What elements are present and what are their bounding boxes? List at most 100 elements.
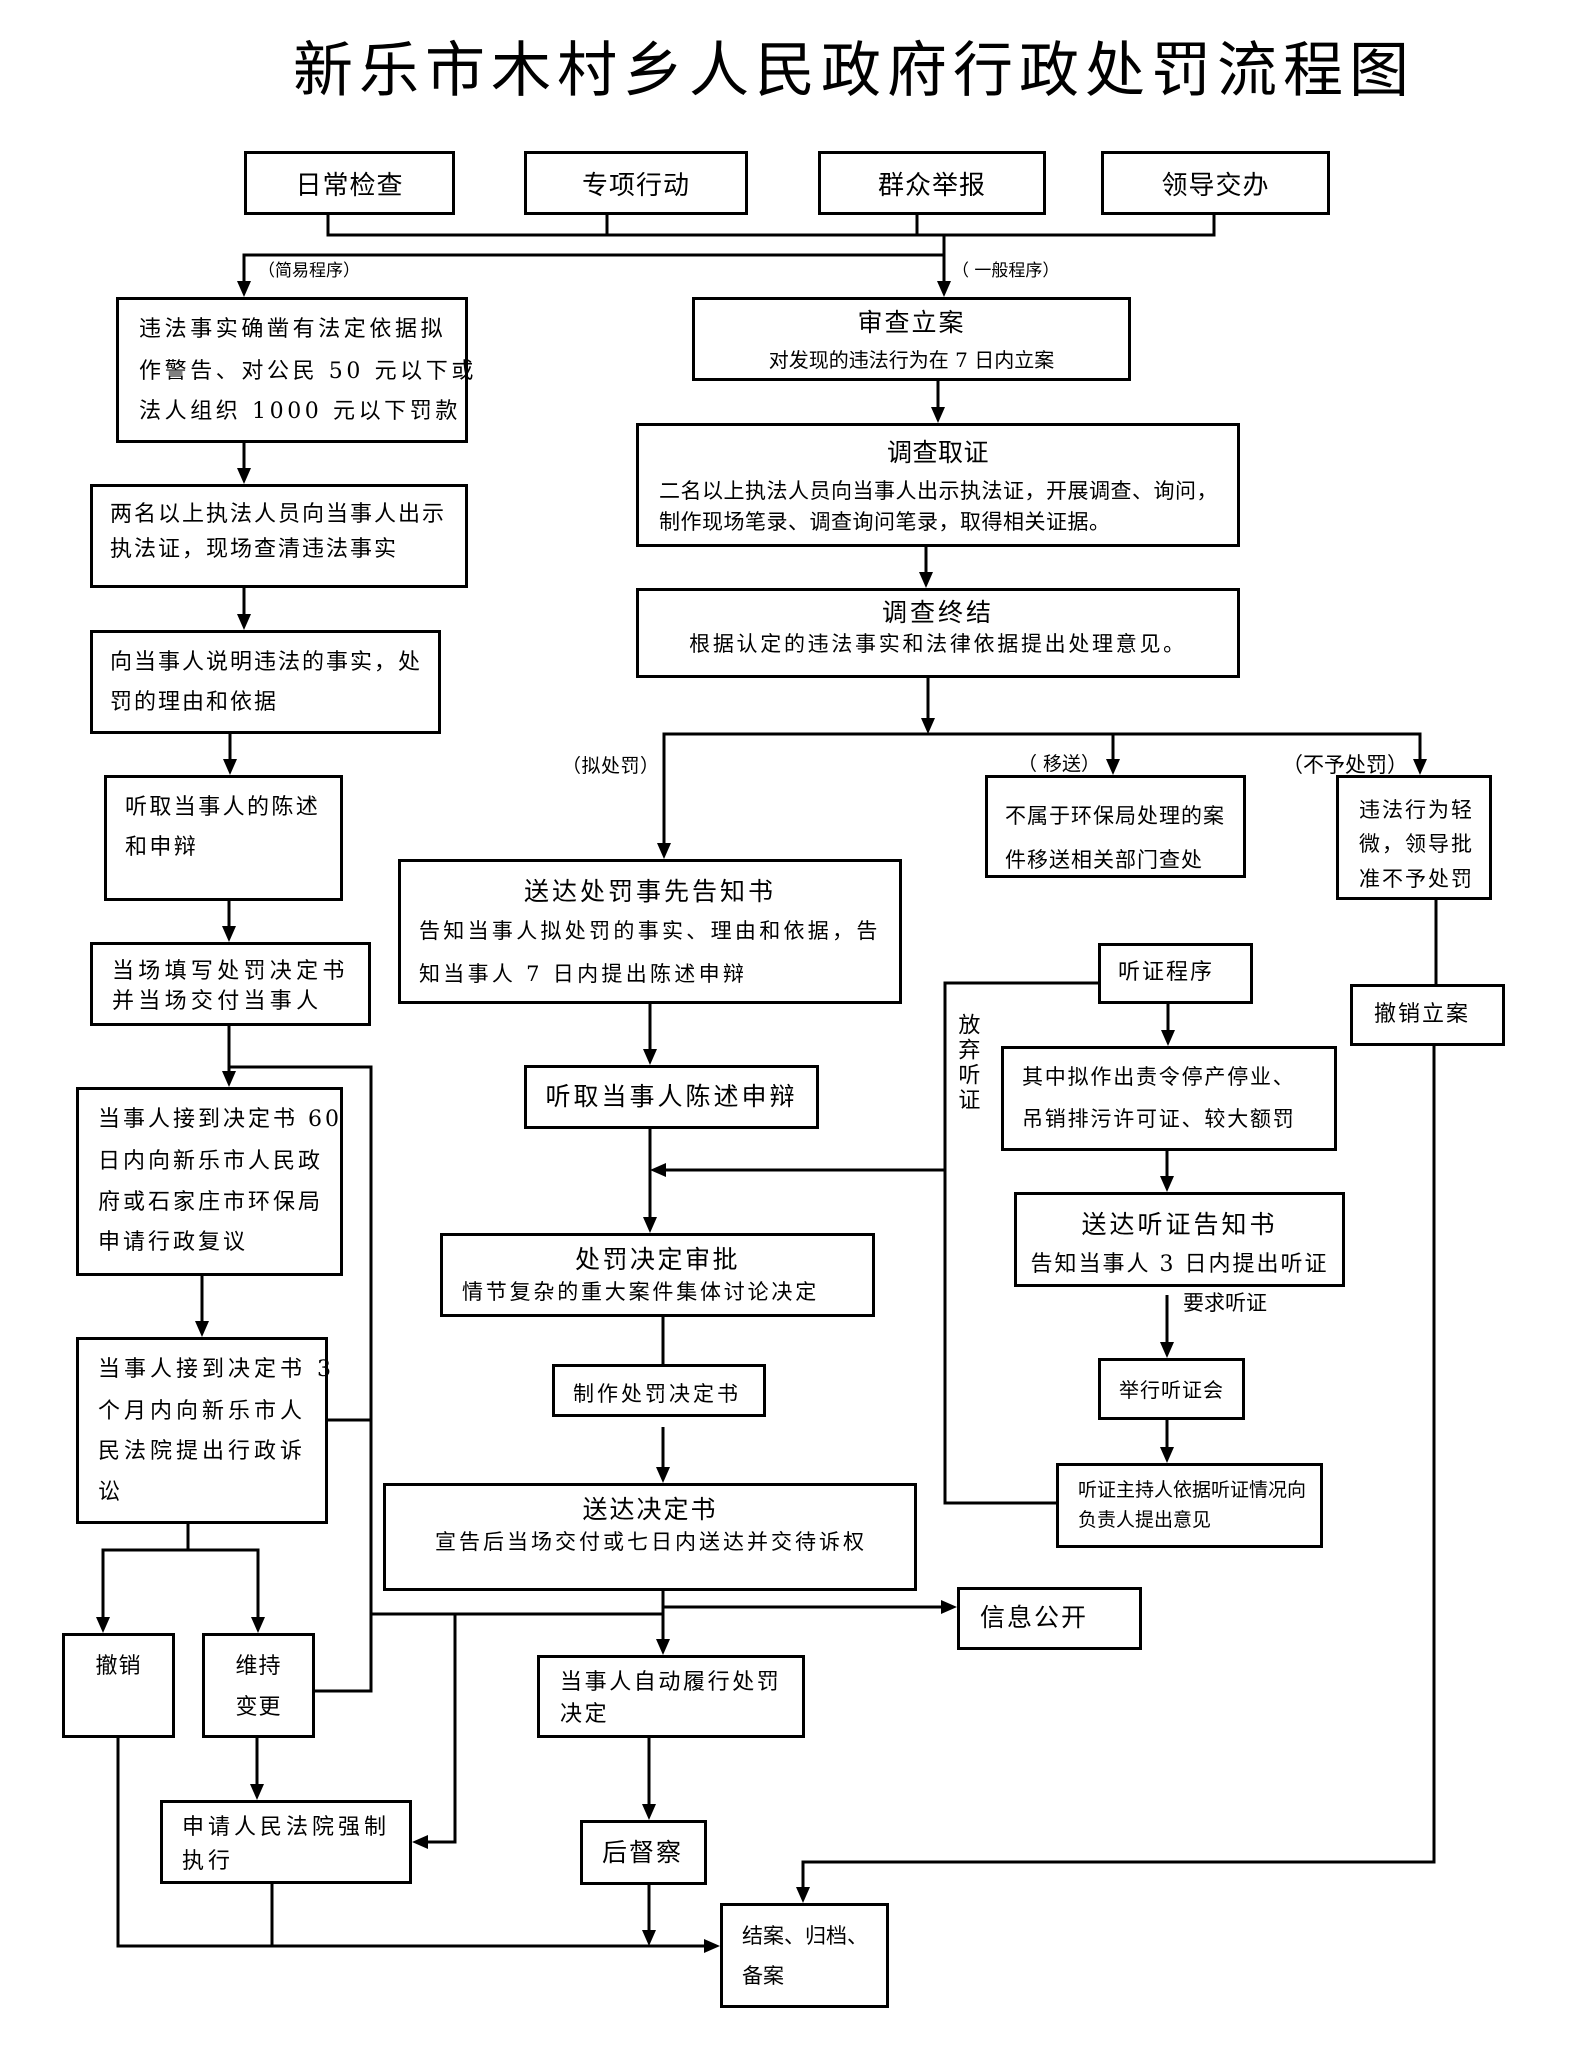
box-line: 府或石家庄市环保局 xyxy=(98,1190,324,1215)
box-line: 撤销立案 xyxy=(1374,1002,1471,1027)
box-line: 备案 xyxy=(742,1964,784,1988)
step-transfer-case: 不属于环保局处理的案 件移送相关部门查处 xyxy=(985,775,1246,878)
arrowhead-to-no-penalty xyxy=(1413,759,1427,775)
box-title: 送达决定书 xyxy=(582,1495,718,1524)
box-line: 变更 xyxy=(235,1695,282,1720)
arrowhead-to-deliver-decision xyxy=(656,1467,670,1483)
arrowhead-to-enforce xyxy=(250,1784,264,1800)
box-line: 执法证，现场查清违法事实 xyxy=(110,537,399,562)
step-information-disclosure: 信息公开 xyxy=(957,1587,1142,1650)
arrowhead-to-prior-notice xyxy=(657,843,671,859)
page-title: 新乐市木村乡人民政府行政处罚流程图 xyxy=(293,36,1415,106)
box-desc: 制作现场笔录、调查询问笔录，取得相关证据。 xyxy=(659,510,1111,534)
arrowhead-to-explain xyxy=(237,614,251,630)
arrowhead-to-disclosure xyxy=(941,1600,957,1614)
step-court-enforcement: 申请人民法院强制 执行 xyxy=(160,1800,412,1884)
step-show-credentials: 两名以上执法人员向当事人出示 执法证，现场查清违法事实 xyxy=(90,484,468,588)
box-line: 执行 xyxy=(182,1849,235,1874)
box-line: 申请人民法院强制 xyxy=(182,1815,391,1840)
source-public-report: 群众举报 xyxy=(818,151,1046,215)
box-line: 违法事实确凿有法定依据拟 xyxy=(139,317,447,342)
arrowhead-revoke-filing-close xyxy=(796,1887,810,1903)
arrowhead-to-hear-defense xyxy=(643,1049,657,1065)
label-simple-procedure: （简易程序） xyxy=(258,261,360,281)
box-line: 制作处罚决定书 xyxy=(573,1382,741,1406)
box-line: 信息公开 xyxy=(980,1603,1089,1632)
box-line: 当事人接到决定书 60 xyxy=(98,1107,342,1132)
box-line: 作警告、对公民 50 元以下或 xyxy=(139,359,477,384)
box-desc: 对发现的违法行为在 7 日内立案 xyxy=(768,348,1055,372)
step-revoke: 撤销 xyxy=(62,1633,175,1738)
step-hear-defense: 听取当事人陈述申辩 xyxy=(524,1065,819,1129)
box-line: 负责人提出意见 xyxy=(1078,1509,1212,1531)
step-deliver-decision: 送达决定书 宣告后当场交付或七日内送达并交待诉权 xyxy=(383,1483,917,1591)
step-administrative-litigation: 当事人接到决定书 3 个月内向新乐市人 民法院提出行政诉 讼 xyxy=(76,1337,331,1524)
arrowhead-into-close-case xyxy=(704,1939,720,1953)
box-title: 调查取证 xyxy=(886,438,989,467)
arrowhead-to-hold-hearing xyxy=(1160,1342,1174,1358)
box-line: 当事人接到决定书 3 xyxy=(98,1357,335,1382)
box-line: 和申辩 xyxy=(125,835,199,860)
box-line: 吊销排污许可证、较大额罚 xyxy=(1022,1107,1296,1131)
box-line: 撤销 xyxy=(95,1654,142,1679)
arrowhead-to-issue-on-site xyxy=(222,926,236,942)
arrowhead-to-revoke xyxy=(96,1617,110,1633)
arrowhead-to-reconsideration xyxy=(222,1071,236,1087)
source-label: 领导交办 xyxy=(1161,170,1270,201)
box-desc: 告知当事人 3 日内提出听证 xyxy=(1030,1252,1329,1277)
arrowhead-waive-hearing-return xyxy=(650,1163,666,1177)
box-title: 调查终结 xyxy=(881,598,994,627)
label-no-penalty: （不予处罚） xyxy=(1282,753,1408,777)
box-title: 处罚决定审批 xyxy=(574,1245,740,1274)
box-desc: 二名以上执法人员向当事人出示执法证，开展调查、询问， xyxy=(659,479,1218,503)
step-revoke-filing: 撤销立案 xyxy=(1350,984,1505,1046)
box-line: 并当场交付当事人 xyxy=(112,989,323,1014)
box-desc: 情节复杂的重大案件集体讨论决定 xyxy=(462,1280,819,1304)
step-simple-criteria: 违法事实确凿有法定依据拟 作警告、对公民 50 元以下或 法人组织 1000 元… xyxy=(116,297,473,443)
box-line: 举行听证会 xyxy=(1119,1378,1224,1402)
label-general-procedure: （ 一般程序） xyxy=(952,261,1060,281)
box-line: 不属于环保局处理的案 xyxy=(1005,804,1225,828)
step-make-decision: 制作处罚决定书 xyxy=(552,1364,766,1417)
box-line: 准不予处罚 xyxy=(1359,867,1474,891)
box-line: 民法院提出行政诉 xyxy=(98,1439,307,1464)
box-line: 日内向新乐市人民政 xyxy=(98,1149,324,1174)
box-desc: 知当事人 7 日内提出陈述申辩 xyxy=(419,962,748,986)
box-line: 违法行为轻 xyxy=(1359,798,1474,822)
source-leader-assignment: 领导交办 xyxy=(1101,151,1330,215)
box-line: 申请行政复议 xyxy=(98,1230,249,1255)
step-conclude-investigation: 调查终结 根据认定的违法事实和法律依据提出处理意见。 xyxy=(636,588,1240,678)
arrowhead-to-file-case xyxy=(937,281,951,297)
arrowhead-to-outcome-bus xyxy=(921,718,935,734)
step-hearing-opinion: 听证主持人依据听证情况向 负责人提出意见 xyxy=(1056,1463,1323,1548)
step-close-case: 结案、归档、 备案 xyxy=(720,1903,889,2008)
step-voluntary-compliance: 当事人自动履行处罚 决定 xyxy=(537,1655,805,1738)
source-label: 群众举报 xyxy=(877,170,986,201)
arrowhead-into-enforce xyxy=(412,1835,428,1849)
box-desc: 宣告后当场交付或七日内送达并交待诉权 xyxy=(435,1530,867,1554)
step-hearing-notice: 送达听证告知书 告知当事人 3 日内提出听证 xyxy=(1014,1192,1345,1287)
step-penalty-approval: 处罚决定审批 情节复杂的重大案件集体讨论决定 xyxy=(440,1233,875,1317)
box-title: 审查立案 xyxy=(857,308,966,337)
step-issue-on-site: 当场填写处罚决定书 并当场交付当事人 xyxy=(90,942,371,1026)
arrowhead-to-hearing-scope xyxy=(1161,1030,1175,1046)
box-line: 当事人自动履行处罚 xyxy=(560,1670,782,1695)
box-title: 送达处罚事先告知书 xyxy=(523,877,776,906)
box-line: 罚的理由和依据 xyxy=(110,690,279,715)
step-administrative-reconsideration: 当事人接到决定书 60 日内向新乐市人民政 府或石家庄市环保局 申请行政复议 xyxy=(76,1087,343,1276)
step-file-case: 审查立案 对发现的违法行为在 7 日内立案 xyxy=(692,297,1131,381)
box-line: 其中拟作出责令停产停业、 xyxy=(1022,1065,1296,1089)
box-line: 听证程序 xyxy=(1118,960,1215,985)
arrowhead-to-investigate xyxy=(931,407,945,423)
step-explain-facts: 向当事人说明违法的事实，处 罚的理由和依据 xyxy=(90,630,441,734)
box-line: 讼 xyxy=(98,1480,125,1505)
label-waive-hearing: 放弃听证 xyxy=(954,1013,980,1113)
box-line: 决定 xyxy=(560,1702,610,1727)
source-label: 日常检查 xyxy=(295,170,404,201)
box-line: 听取当事人的陈述 xyxy=(125,795,321,820)
arrowhead-supervision-close xyxy=(642,1930,656,1946)
box-desc: 告知当事人拟处罚的事实、理由和依据，告 xyxy=(419,919,881,943)
box-line: 个月内向新乐市人 xyxy=(98,1399,307,1424)
